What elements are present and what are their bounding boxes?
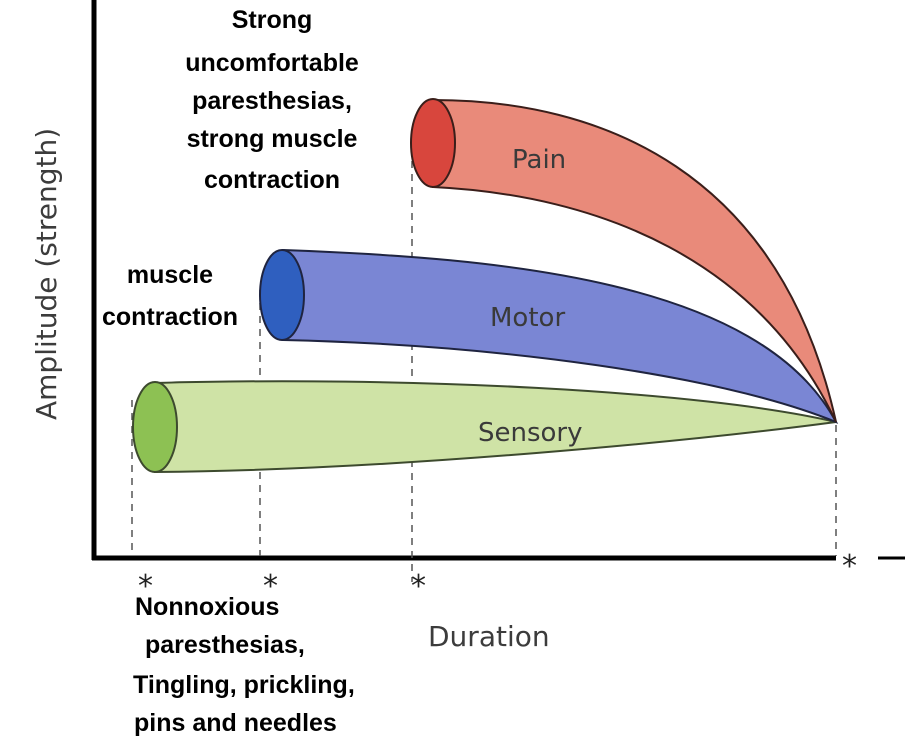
- star-marker-pain: *: [411, 569, 426, 604]
- motor-band-cap: [260, 250, 304, 340]
- sensory-annotation-line: Nonnoxious: [135, 593, 279, 621]
- pain-band-cap: [411, 99, 455, 187]
- motor-annotation-line: muscle: [127, 261, 213, 289]
- pain-annotation: Strong uncomfortable paresthesias, stron…: [185, 6, 359, 194]
- star-marker-end: *: [842, 549, 857, 584]
- pain-annotation-line: paresthesias,: [192, 87, 352, 115]
- sensory-annotation-line: paresthesias,: [145, 631, 305, 659]
- sensory-annotation-line: Tingling, prickling,: [133, 671, 355, 699]
- pain-annotation-line: strong muscle: [187, 125, 358, 153]
- pain-annotation-line: Strong: [232, 6, 313, 34]
- sensory-band-label: Sensory: [478, 418, 583, 448]
- pain-annotation-line: contraction: [204, 166, 340, 194]
- pain-band-label: Pain: [512, 145, 566, 175]
- sensory-annotation-line: pins and needles: [134, 709, 337, 737]
- pain-annotation-line: uncomfortable: [185, 49, 359, 77]
- motor-band-label: Motor: [490, 303, 565, 333]
- sensory-annotation: Nonnoxious paresthesias, Tingling, prick…: [133, 593, 355, 737]
- sensory-band-cap: [133, 382, 177, 472]
- y-axis-label: Amplitude (strength): [30, 128, 63, 420]
- motor-annotation-line: contraction: [102, 303, 238, 331]
- motor-annotation: muscle contraction: [102, 261, 238, 331]
- x-axis-label: Duration: [428, 620, 550, 653]
